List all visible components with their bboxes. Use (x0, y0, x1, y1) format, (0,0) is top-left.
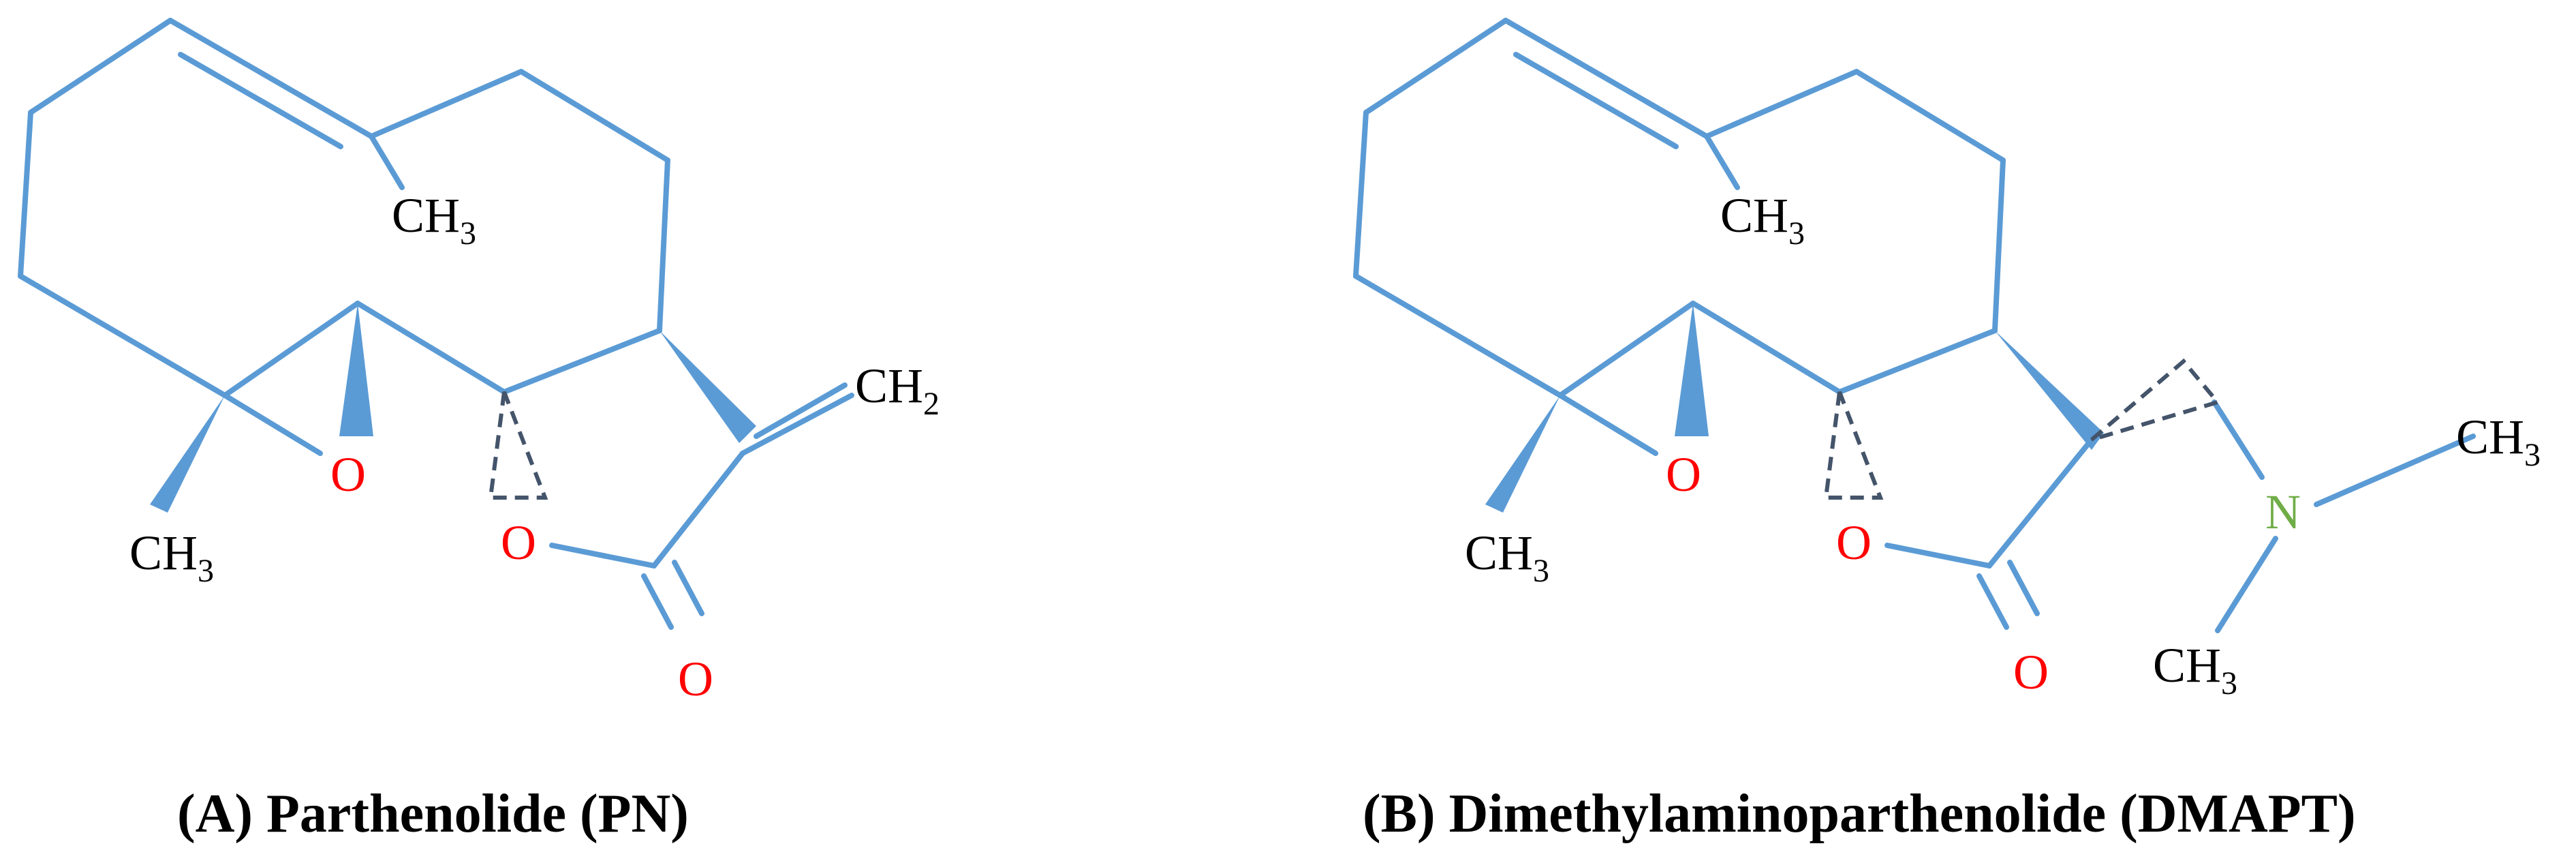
lactone-oxygen-label: O (1836, 515, 1872, 570)
structure-a-labels: CH3 O O O CH3 CH2 (129, 188, 940, 706)
carbonyl-oxygen-label: O (2013, 645, 2049, 699)
n-methyl-label-1: CH3 (2456, 410, 2541, 473)
structure-b-caption: (B) Dimethylaminoparthenolide (DMAPT) (1363, 784, 2356, 844)
structure-a-bonds (18, 18, 854, 630)
carbonyl-oxygen-label: O (678, 652, 713, 706)
structure-b-bonds (1353, 18, 2476, 633)
ring-methyl-label: CH3 (1720, 188, 1805, 252)
nitrogen-label: N (2265, 485, 2301, 539)
epoxide-oxygen-label: O (330, 447, 366, 502)
structure-a-caption: (A) Parthenolide (PN) (177, 784, 689, 844)
structure-a: CH3 O O O CH3 CH2 (A) Parthenolide (PN) (18, 18, 940, 844)
lactone-oxygen-label: O (501, 515, 536, 570)
methyl-label: CH3 (129, 526, 214, 589)
methyl-label: CH3 (1465, 526, 1549, 589)
n-methyl-label-2: CH3 (2153, 638, 2237, 701)
epoxide-oxygen-label: O (1666, 447, 1701, 502)
structure-b-stereo (1485, 303, 2222, 513)
methylene-label: CH2 (855, 359, 940, 422)
ring-methyl-label: CH3 (392, 188, 476, 252)
structure-b-labels: CH3 O O O CH3 N CH3 CH3 (1465, 188, 2541, 701)
structure-a-stereo (150, 303, 756, 513)
structure-b: CH3 O O O CH3 N CH3 CH3 (B) Dimethylamin… (1353, 18, 2541, 844)
